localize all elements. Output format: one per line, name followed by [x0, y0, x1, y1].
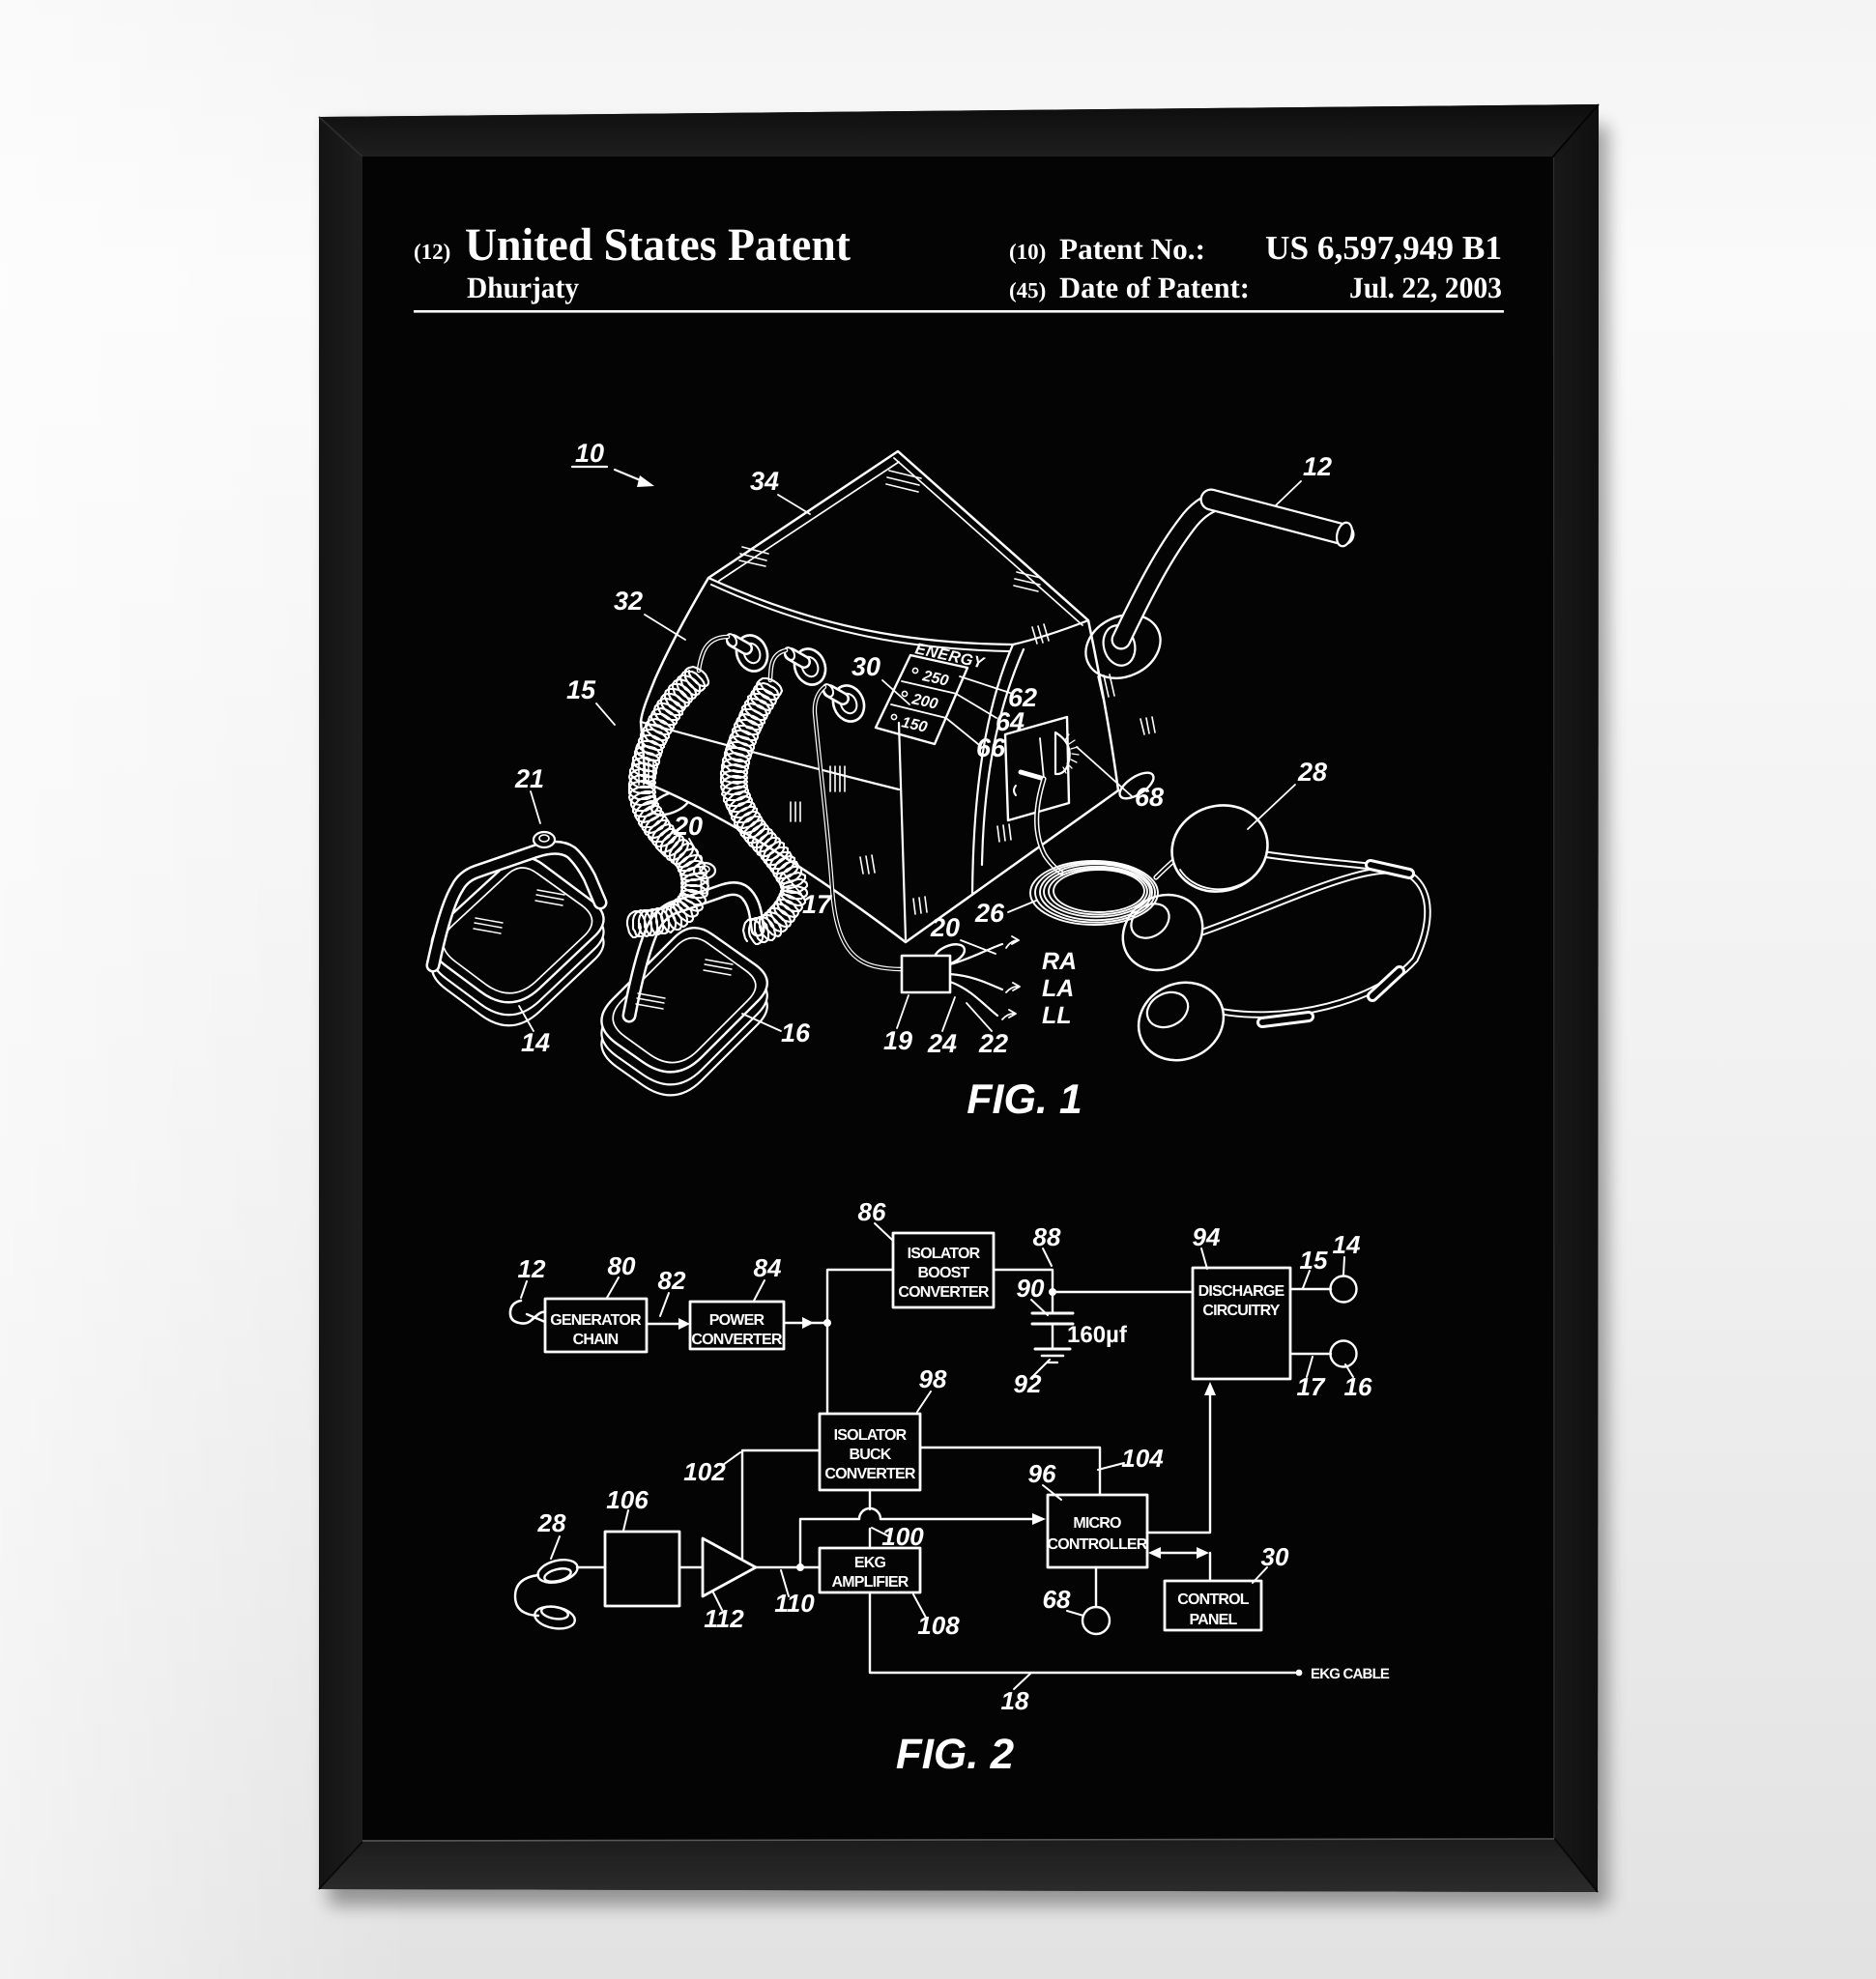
svg-text:LA: LA — [1042, 975, 1074, 1002]
svg-text:CONTROLLER: CONTROLLER — [1047, 1536, 1147, 1553]
svg-text:12: 12 — [1303, 452, 1332, 481]
svg-text:32: 32 — [614, 587, 643, 616]
svg-text:160µf: 160µf — [1067, 1322, 1128, 1348]
svg-text:(12): (12) — [414, 240, 450, 264]
svg-text:104: 104 — [1121, 1444, 1164, 1473]
svg-text:28: 28 — [537, 1508, 566, 1537]
svg-text:88: 88 — [1033, 1222, 1061, 1251]
svg-text:CONVERTER: CONVERTER — [691, 1332, 782, 1348]
svg-text:DISCHARGE: DISCHARGE — [1198, 1283, 1285, 1300]
svg-text:14: 14 — [521, 1028, 550, 1057]
svg-text:110: 110 — [774, 1589, 815, 1618]
svg-text:28: 28 — [1297, 758, 1327, 787]
svg-text:Dhurjaty: Dhurjaty — [467, 271, 579, 304]
svg-text:EKG CABLE: EKG CABLE — [1311, 1666, 1390, 1682]
svg-text:BUCK: BUCK — [849, 1447, 891, 1463]
svg-text:AMPLIFIER: AMPLIFIER — [831, 1574, 909, 1591]
svg-text:ISOLATOR: ISOLATOR — [908, 1246, 981, 1262]
svg-text:BOOST: BOOST — [918, 1265, 970, 1281]
svg-text:200: 200 — [909, 691, 939, 713]
svg-text:LL: LL — [1042, 1002, 1072, 1029]
svg-text:112: 112 — [704, 1604, 744, 1633]
svg-text:84: 84 — [754, 1253, 782, 1282]
svg-text:Date of Patent:: Date of Patent: — [1059, 271, 1250, 304]
svg-text:19: 19 — [883, 1026, 912, 1055]
svg-text:94: 94 — [1193, 1222, 1221, 1251]
svg-text:14: 14 — [1333, 1230, 1361, 1259]
svg-text:90: 90 — [1017, 1274, 1045, 1303]
svg-text:102: 102 — [683, 1457, 726, 1486]
svg-text:POWER: POWER — [709, 1312, 765, 1329]
svg-text:108: 108 — [917, 1611, 960, 1640]
svg-text:10: 10 — [575, 439, 604, 468]
svg-text:82: 82 — [658, 1266, 686, 1295]
svg-text:80: 80 — [608, 1251, 636, 1280]
svg-text:26: 26 — [974, 899, 1005, 928]
svg-text:22: 22 — [978, 1029, 1008, 1058]
svg-text:FIG. 2: FIG. 2 — [896, 1731, 1015, 1778]
svg-text:CIRCUITRY: CIRCUITRY — [1202, 1303, 1280, 1319]
svg-text:Jul. 22, 2003: Jul. 22, 2003 — [1349, 271, 1502, 304]
svg-text:CHAIN: CHAIN — [573, 1332, 619, 1348]
svg-text:66: 66 — [976, 733, 1006, 762]
svg-text:92: 92 — [1014, 1369, 1042, 1398]
svg-text:CONVERTER: CONVERTER — [898, 1284, 989, 1301]
svg-text:68: 68 — [1135, 783, 1164, 812]
svg-text:GENERATOR: GENERATOR — [550, 1312, 642, 1329]
svg-text:United States Patent: United States Patent — [465, 219, 851, 271]
svg-text:Patent No.:: Patent No.: — [1059, 232, 1205, 266]
svg-text:17: 17 — [1297, 1372, 1326, 1401]
svg-text:34: 34 — [750, 467, 779, 496]
svg-text:106: 106 — [606, 1485, 649, 1514]
svg-text:CONTROL: CONTROL — [1177, 1592, 1250, 1608]
svg-text:150: 150 — [900, 714, 929, 735]
svg-text:68: 68 — [1043, 1585, 1071, 1614]
svg-text:17: 17 — [802, 890, 833, 919]
svg-text:64: 64 — [996, 707, 1025, 736]
svg-text:US 6,597,949 B1: US 6,597,949 B1 — [1265, 229, 1502, 267]
svg-text:21: 21 — [514, 764, 544, 793]
svg-text:98: 98 — [919, 1364, 947, 1393]
svg-text:RA: RA — [1042, 948, 1077, 975]
svg-text:PANEL: PANEL — [1189, 1612, 1237, 1628]
svg-text:16: 16 — [781, 1018, 811, 1047]
svg-text:24: 24 — [927, 1029, 957, 1058]
svg-text:62: 62 — [1008, 683, 1037, 712]
svg-text:96: 96 — [1028, 1459, 1056, 1488]
svg-text:30: 30 — [851, 652, 880, 681]
svg-text:(10): (10) — [1009, 240, 1046, 264]
svg-text:86: 86 — [858, 1197, 886, 1226]
svg-text:EKG: EKG — [854, 1555, 886, 1571]
svg-text:16: 16 — [1344, 1372, 1372, 1401]
svg-text:30: 30 — [1261, 1542, 1289, 1571]
svg-text:CONVERTER: CONVERTER — [824, 1466, 915, 1482]
svg-text:15: 15 — [566, 675, 596, 704]
svg-text:12: 12 — [518, 1254, 546, 1283]
svg-text:FIG. 1: FIG. 1 — [967, 1076, 1082, 1123]
svg-text:15: 15 — [1300, 1246, 1328, 1275]
svg-text:250: 250 — [920, 668, 950, 690]
svg-text:MICRO: MICRO — [1073, 1515, 1121, 1532]
svg-text:(45): (45) — [1009, 278, 1046, 302]
svg-text:18: 18 — [1001, 1686, 1029, 1715]
svg-text:20: 20 — [673, 812, 703, 841]
svg-text:ISOLATOR: ISOLATOR — [834, 1427, 908, 1444]
svg-text:20: 20 — [930, 913, 960, 942]
